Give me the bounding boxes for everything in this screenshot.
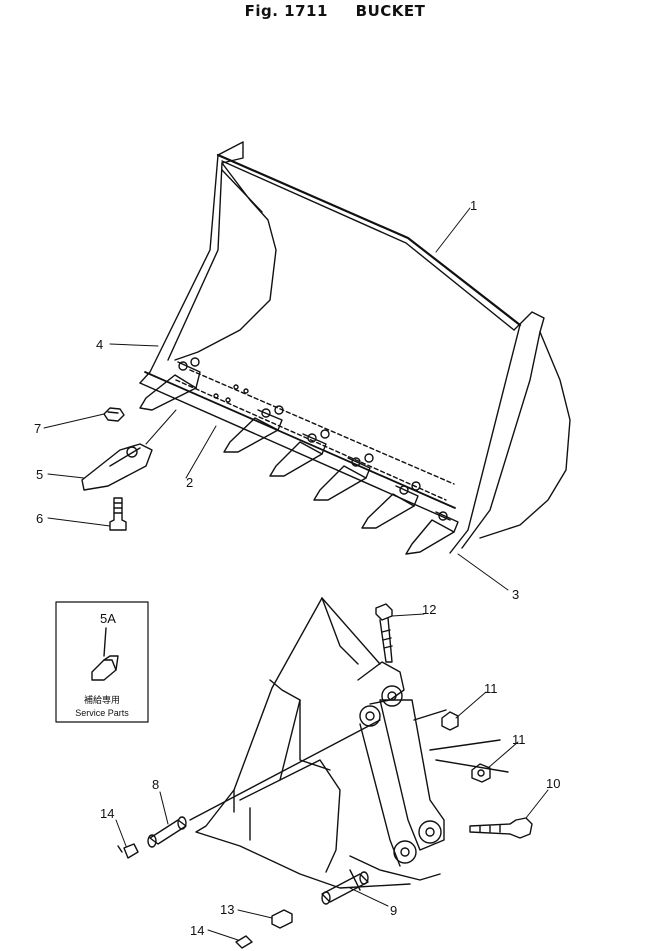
figure-name: BUCKET xyxy=(355,2,426,20)
callout-1: 1 xyxy=(470,198,477,213)
callout-5: 5 xyxy=(36,467,43,482)
callout-13: 13 xyxy=(220,902,234,917)
callout-6: 6 xyxy=(36,511,43,526)
callout-10: 10 xyxy=(546,776,560,791)
callout-8: 8 xyxy=(152,777,159,792)
leader-lines xyxy=(43,207,549,941)
figure-number: Fig. 1711 xyxy=(244,2,328,20)
lower-loose-parts xyxy=(117,603,533,949)
callout-14-lower: 14 xyxy=(190,923,204,938)
loose-parts xyxy=(81,407,153,531)
figure-title: Fig. 1711 BUCKET xyxy=(0,2,670,20)
callout-2: 2 xyxy=(186,475,193,490)
bucket-front-view xyxy=(139,141,571,555)
callout-9: 9 xyxy=(390,903,397,918)
callout-7: 7 xyxy=(34,421,41,436)
service-parts-inset xyxy=(55,601,149,723)
callout-12: 12 xyxy=(422,602,436,617)
bucket-teeth xyxy=(139,357,459,555)
bucket-side-view xyxy=(189,597,509,891)
callout-11-lower: 11 xyxy=(512,732,526,747)
callout-labels: 1 2 3 4 5 6 7 8 9 10 11 11 12 13 14 14 5… xyxy=(34,198,560,938)
inset-label: 5A xyxy=(100,611,116,626)
inset-caption-en: Service Parts xyxy=(75,708,129,718)
callout-4: 4 xyxy=(96,337,103,352)
inset-caption-jp: 補給専用 xyxy=(84,694,120,705)
callout-14-upper: 14 xyxy=(100,806,114,821)
callout-3: 3 xyxy=(512,587,519,602)
callout-11-upper: 11 xyxy=(484,681,498,696)
